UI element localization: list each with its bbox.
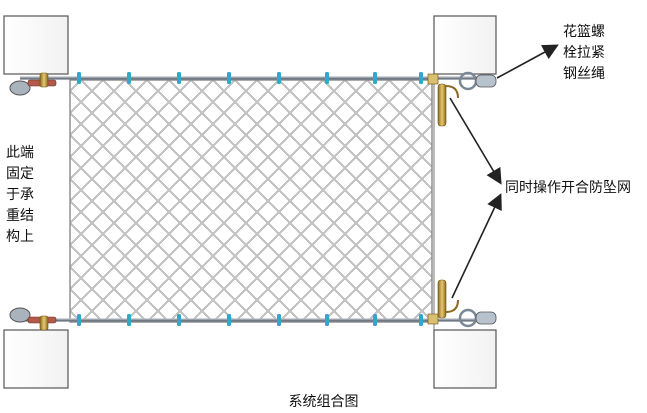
figure-caption: 系统组合图 [288,394,359,410]
left-top-anchor [9,72,57,96]
chain-link-mesh [70,80,432,322]
mesh-border [69,79,433,323]
arrow-bottom-handle [451,193,502,299]
left-bottom-anchor [9,307,57,331]
right-top-post [433,15,497,75]
bottom-cable-clips [77,314,423,326]
fixed-end-note: 此端固定于承重结构上 [6,145,34,245]
arrow-to-tension-note [496,44,559,79]
open-close-note: 同时操作开合防坠网 [505,180,631,196]
left-bottom-post [3,329,69,389]
turnbuckle-note: 花篮螺栓拉紧钢丝绳 [563,24,605,82]
right-top-turnbuckle [427,71,497,127]
bottom-cable [20,318,480,322]
left-top-post [3,15,69,75]
top-cable-clips [77,72,423,84]
right-bottom-turnbuckle [427,279,497,328]
top-cable [20,76,480,80]
right-bottom-post [433,329,497,389]
arrow-top-handle [449,97,502,185]
